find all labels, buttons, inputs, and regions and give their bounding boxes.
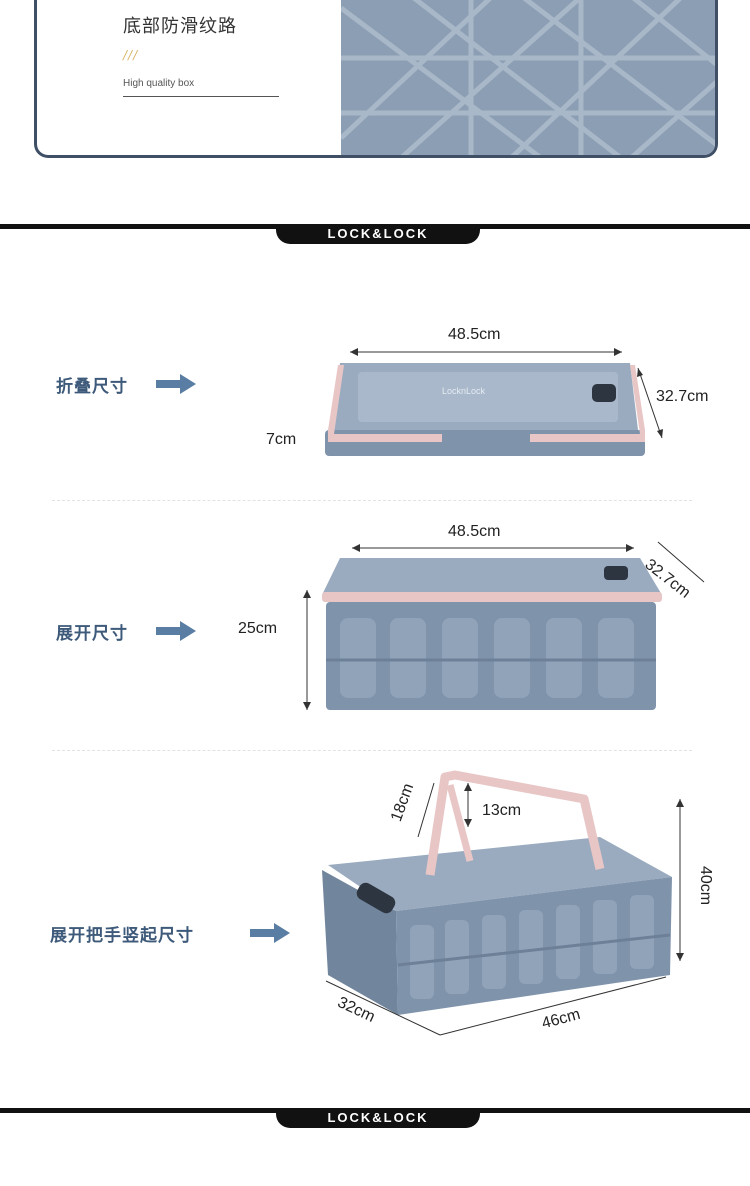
- arrow-right-icon: [156, 374, 196, 394]
- folded-box-illustration: [325, 348, 663, 456]
- box-logo: LocknLock: [442, 386, 486, 396]
- feature-card: 底部防滑纹路 /// High quality box: [34, 0, 718, 158]
- anti-slip-texture-photo: [339, 0, 715, 155]
- folded-length: 48.5cm: [448, 326, 501, 343]
- handle-height: 13cm: [482, 802, 522, 819]
- unfolded-size-label: 展开尺寸: [56, 624, 128, 644]
- total-height: 40cm: [697, 866, 714, 906]
- handle-box-illustration: [322, 770, 684, 1036]
- section-divider: [52, 750, 692, 751]
- folded-width: 32.7cm: [656, 388, 709, 405]
- feature-divider: [123, 96, 279, 97]
- unfolded-height: 25cm: [238, 620, 278, 637]
- section-divider: [52, 500, 692, 501]
- arrow-right-icon: [156, 621, 196, 641]
- feature-title: 底部防滑纹路: [123, 16, 237, 37]
- texture-pattern: [339, 0, 715, 155]
- brand-logo-top: LOCK&LOCK: [276, 224, 480, 244]
- unfolded-box-illustration: [303, 541, 705, 710]
- unfolded-length: 48.5cm: [448, 523, 501, 540]
- brand-logo-bottom: LOCK&LOCK: [276, 1108, 480, 1128]
- feature-decoration: ///: [123, 48, 139, 62]
- feature-subtitle: High quality box: [123, 78, 195, 89]
- folded-size-label: 折叠尺寸: [56, 377, 128, 397]
- handle-raised-size-label: 展开把手竖起尺寸: [50, 926, 194, 946]
- folded-height: 7cm: [266, 431, 297, 448]
- arrow-right-icon: [250, 923, 290, 943]
